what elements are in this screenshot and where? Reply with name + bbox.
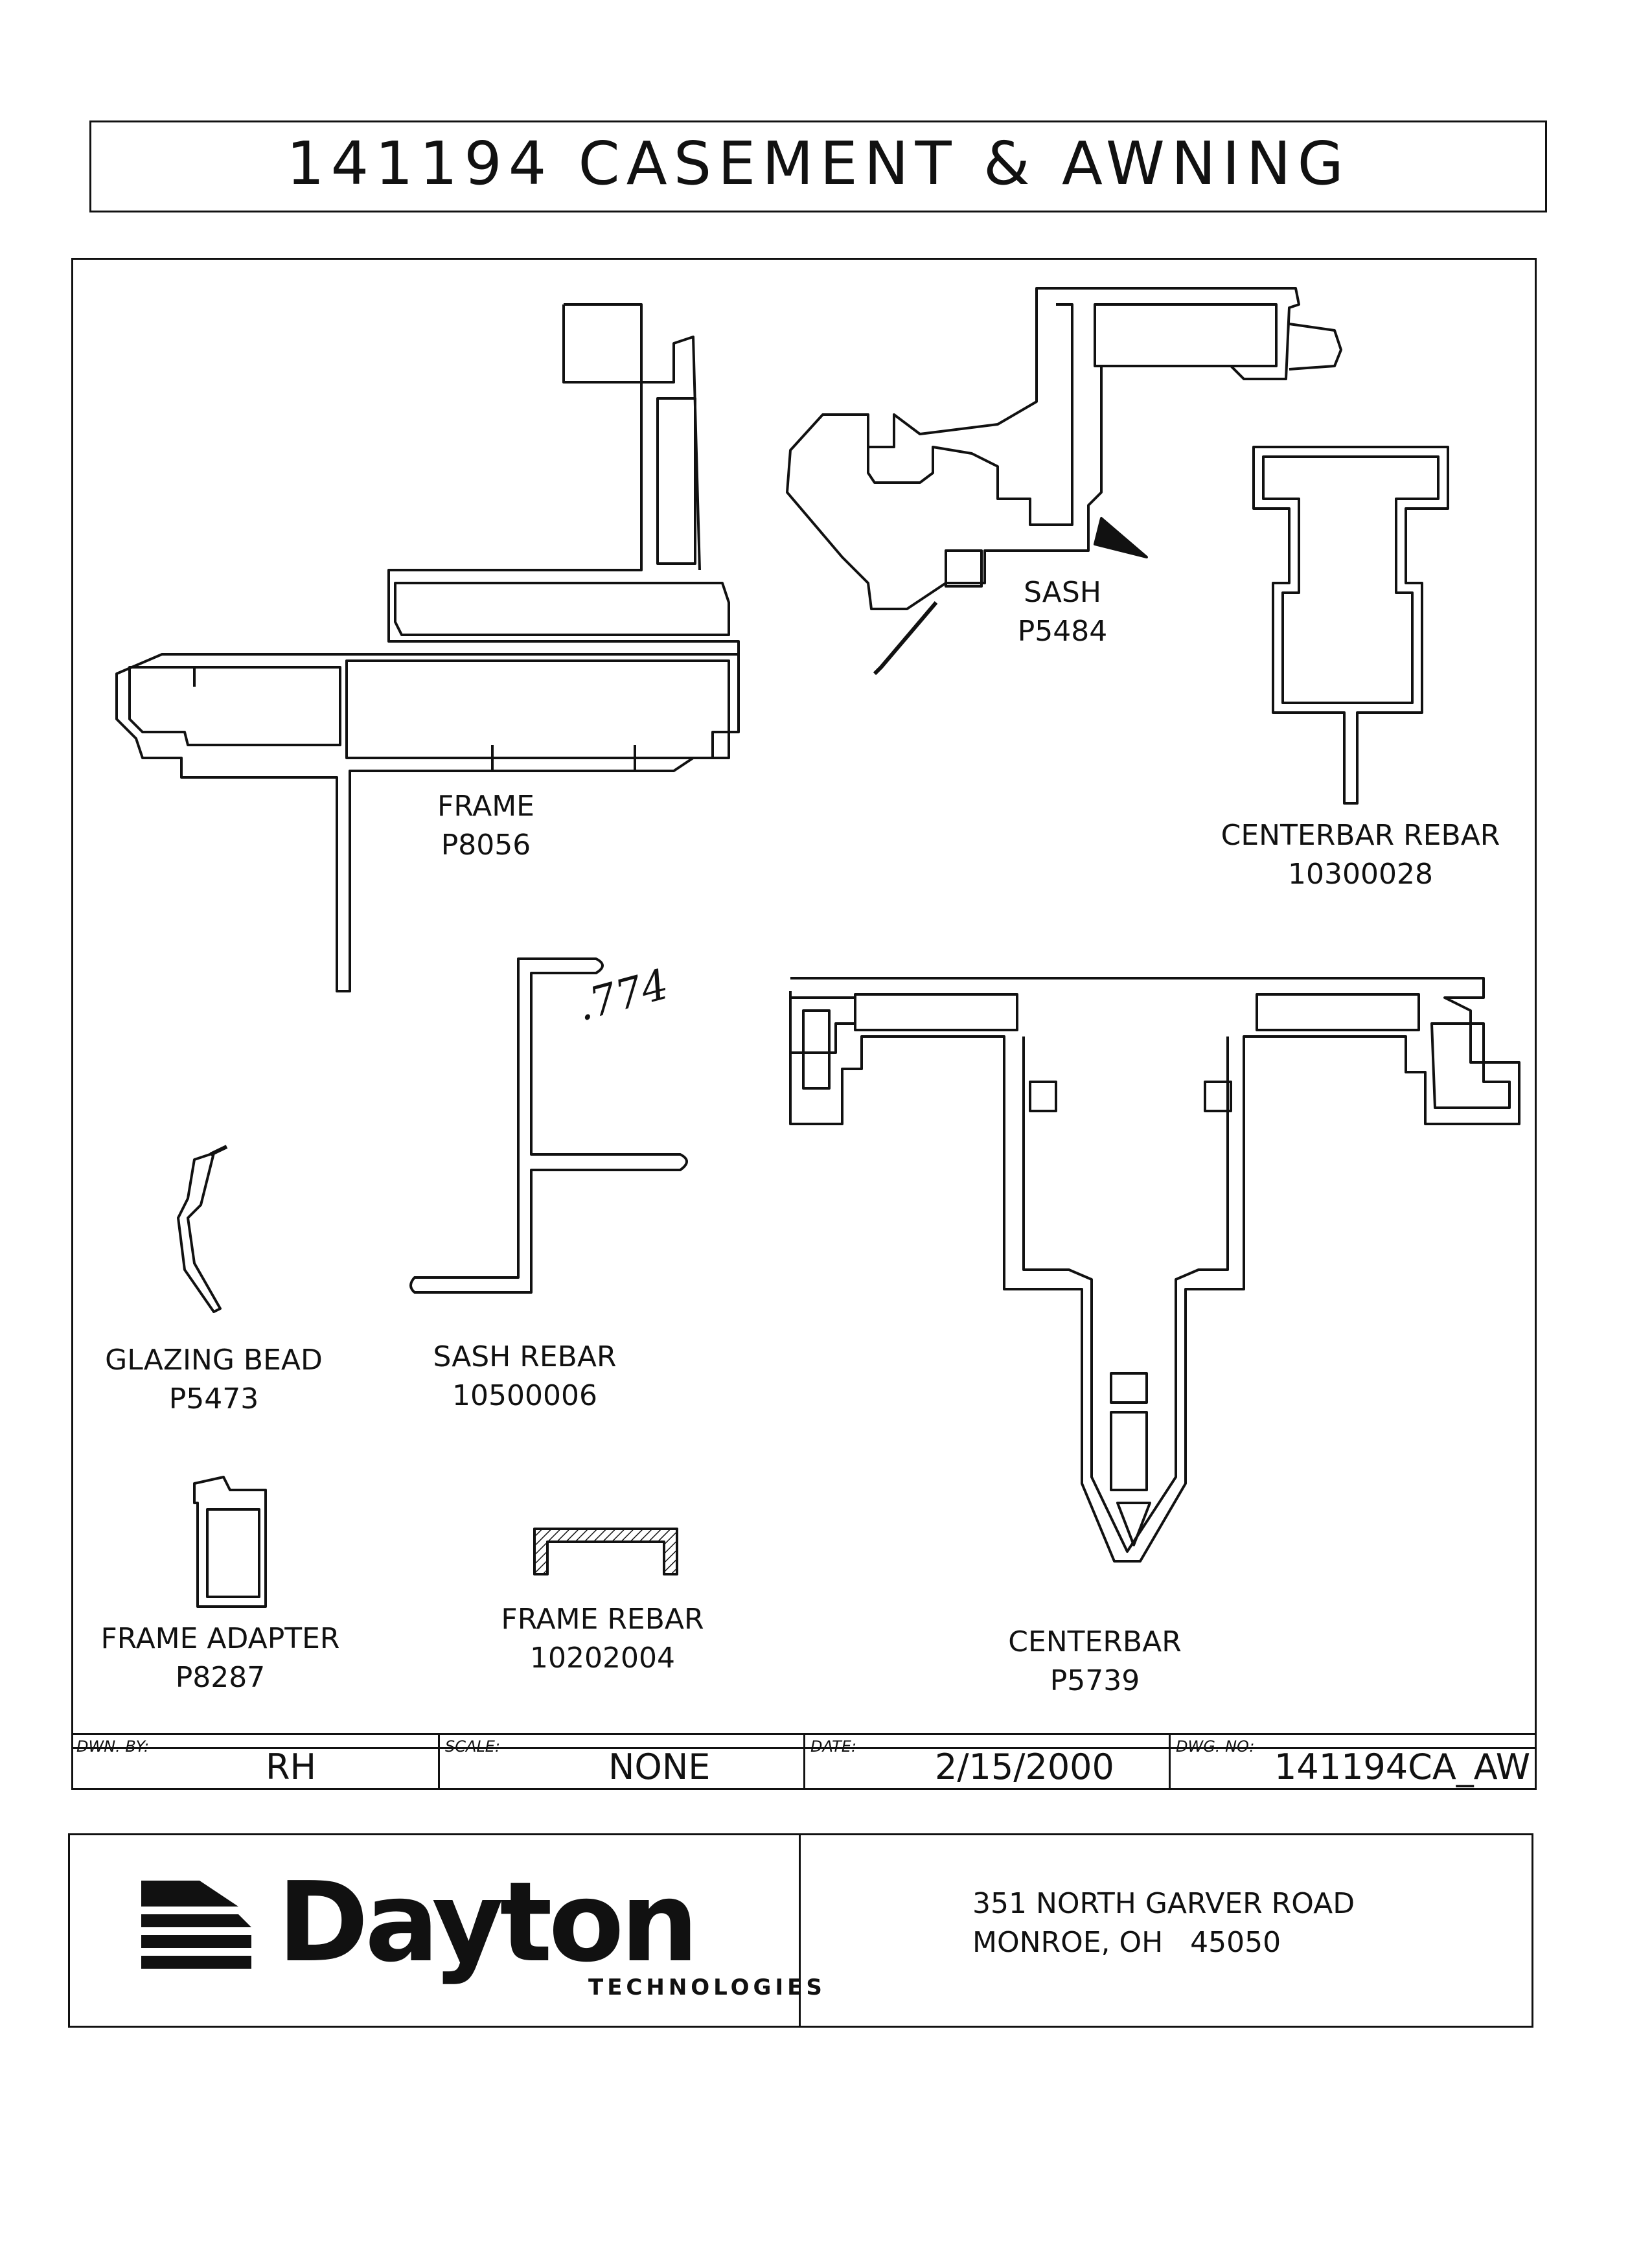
part-name: CENTERBAR <box>1008 1625 1182 1658</box>
part-number: P8056 <box>441 829 531 862</box>
company-subtitle: TECHNOLOGIES <box>588 1975 826 2000</box>
part-number: 10500006 <box>452 1379 597 1412</box>
label-glazing-bead: GLAZING BEAD P5473 <box>97 1341 330 1419</box>
company-name: Dayton <box>277 1859 698 1987</box>
part-name: CENTERBAR REBAR <box>1221 819 1500 852</box>
frame-adapter-profile <box>193 1476 267 1608</box>
drawn-by-cell: DWN. BY: RH <box>71 1735 438 1788</box>
dwg-no-label: DWG. NO: <box>1176 1737 1255 1756</box>
label-centerbar: CENTERBAR P5739 <box>998 1623 1192 1701</box>
company-logo: Dayton TECHNOLOGIES <box>70 1835 822 2026</box>
glazing-bead-profile <box>177 1145 228 1313</box>
drawn-by-label: DWN. BY: <box>76 1737 150 1756</box>
centerbar-profile <box>789 977 1520 1563</box>
part-number: P5473 <box>168 1382 259 1415</box>
date-value: 2/15/2000 <box>935 1747 1114 1787</box>
label-frame-rebar: FRAME REBAR 10202004 <box>479 1600 726 1678</box>
label-frame-adapter: FRAME ADAPTER P8287 <box>84 1620 356 1697</box>
part-number: 10300028 <box>1288 858 1433 891</box>
part-number: 10202004 <box>530 1642 675 1675</box>
label-frame: FRAME P8056 <box>415 787 557 865</box>
scale-value: NONE <box>608 1747 711 1787</box>
sash-p5484-profile <box>786 287 1342 676</box>
date-label: DATE: <box>810 1737 857 1756</box>
title-box: 141194 CASEMENT & AWNING <box>89 120 1547 212</box>
drawing-title: 141194 CASEMENT & AWNING <box>286 129 1350 198</box>
frame-p8056-profile <box>115 303 740 992</box>
part-number: P5739 <box>1050 1664 1140 1697</box>
label-centerbar-rebar: CENTERBAR REBAR 10300028 <box>1199 816 1522 894</box>
part-name: FRAME ADAPTER <box>100 1622 340 1655</box>
dwg-no-cell: DWG. NO: 141194CA_AW <box>1169 1735 1539 1788</box>
label-sash-rebar: SASH REBAR 10500006 <box>415 1338 635 1415</box>
part-name: GLAZING BEAD <box>105 1344 323 1377</box>
part-number: P8287 <box>175 1661 266 1694</box>
scale-cell: SCALE: NONE <box>438 1735 803 1788</box>
part-name: FRAME REBAR <box>501 1603 704 1636</box>
centerbar-rebar-profile <box>1252 446 1449 805</box>
sash-rebar-profile <box>409 957 688 1294</box>
part-name: FRAME <box>437 790 534 823</box>
address-line-2: MONROE, OH 45050 <box>972 1926 1281 1959</box>
part-name: SASH <box>1024 576 1101 609</box>
dwg-no-value: 141194CA_AW <box>1274 1747 1531 1787</box>
frame-rebar-profile <box>533 1528 678 1575</box>
title-block: DWN. BY: RH SCALE: NONE DATE: 2/15/2000 … <box>71 1733 1537 1790</box>
date-cell: DATE: 2/15/2000 <box>803 1735 1169 1788</box>
part-name: SASH REBAR <box>433 1340 617 1373</box>
part-number: P5484 <box>1017 615 1108 648</box>
address-line-1: 351 NORTH GARVER ROAD <box>972 1887 1355 1920</box>
address-cell: 351 NORTH GARVER ROAD MONROE, OH 45050 <box>799 1835 1535 2026</box>
company-block: Dayton TECHNOLOGIES 351 NORTH GARVER ROA… <box>68 1833 1533 2028</box>
label-sash: SASH P5484 <box>998 573 1127 651</box>
dayton-logo-icon <box>141 1881 251 1969</box>
scale-label: SCALE: <box>445 1737 501 1756</box>
drawn-by-value: RH <box>266 1747 317 1787</box>
